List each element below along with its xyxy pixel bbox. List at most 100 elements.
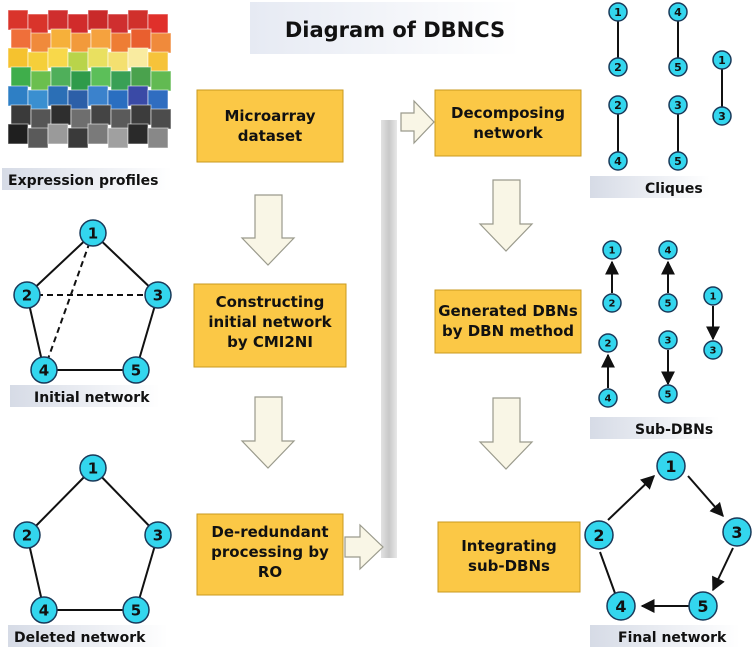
node-circle bbox=[584, 520, 614, 550]
node-circle bbox=[144, 521, 172, 549]
step-microarray-dataset: Microarray dataset bbox=[196, 89, 344, 163]
subdbn-node-1: 1 bbox=[602, 240, 622, 260]
caption-sub-dbns: Sub-DBNs bbox=[590, 417, 720, 439]
node-label: 5 bbox=[674, 155, 682, 168]
step-deredundant-line2: processing by bbox=[211, 543, 329, 561]
sub-dbns-graphs bbox=[601, 260, 720, 388]
node-circle bbox=[668, 151, 688, 171]
caption-initial-text: Initial network bbox=[34, 390, 150, 406]
node-label: 5 bbox=[665, 390, 672, 401]
caption-cliques-text: Cliques bbox=[645, 181, 703, 197]
node-circle bbox=[598, 388, 618, 408]
initial-node-3: 3 bbox=[144, 281, 172, 309]
node-circle bbox=[608, 2, 628, 22]
step-microarray-line2: dataset bbox=[238, 127, 302, 145]
initial-node-2: 2 bbox=[13, 281, 41, 309]
heatmap-cell bbox=[27, 127, 49, 149]
node-label: 4 bbox=[614, 155, 622, 168]
down-arrow-4 bbox=[478, 397, 534, 470]
node-label: 1 bbox=[88, 224, 98, 242]
heatmap-cell bbox=[90, 66, 112, 88]
title-block: Diagram of DBNCS bbox=[250, 2, 520, 54]
node-label: 3 bbox=[153, 526, 163, 544]
node-circle bbox=[668, 95, 688, 115]
clique-node-4: 4 bbox=[608, 151, 628, 171]
node-circle bbox=[144, 281, 172, 309]
node-circle bbox=[656, 451, 686, 481]
node-circle bbox=[668, 2, 688, 22]
node-circle bbox=[703, 286, 723, 306]
right-arrows bbox=[344, 99, 435, 571]
step-generated-line2: by DBN method bbox=[442, 322, 574, 340]
node-circle bbox=[722, 517, 752, 547]
subdbn-node-5: 5 bbox=[658, 293, 678, 313]
down-arrow-3 bbox=[478, 179, 534, 252]
caption-deleted-text: Deleted network bbox=[14, 630, 146, 646]
node-label: 2 bbox=[593, 526, 604, 545]
initial-network-graph bbox=[26, 232, 159, 371]
node-circle bbox=[79, 219, 107, 247]
flow-separator-bar bbox=[381, 120, 397, 558]
deleted-node-5: 5 bbox=[122, 596, 150, 624]
deleted-node-4: 4 bbox=[30, 596, 58, 624]
node-label: 3 bbox=[731, 523, 742, 542]
node-label: 5 bbox=[665, 299, 672, 310]
node-circle bbox=[79, 454, 107, 482]
step-generated-dbns: Generated DBNs by DBN method bbox=[434, 289, 582, 354]
heatmap-cell bbox=[150, 70, 172, 92]
heatmap-cell bbox=[10, 104, 32, 126]
heatmap-cell bbox=[50, 66, 72, 88]
node-label: 3 bbox=[153, 286, 163, 304]
node-circle bbox=[602, 240, 622, 260]
step-deredundant-line3: RO bbox=[258, 563, 282, 581]
step-decomposing-line2: network bbox=[473, 124, 544, 142]
caption-subdbns-text: Sub-DBNs bbox=[635, 422, 713, 438]
heatmap-cell bbox=[47, 123, 69, 145]
step-integrating-line1: Integrating bbox=[461, 537, 557, 555]
heatmap-cell bbox=[47, 85, 69, 107]
node-label: 2 bbox=[22, 286, 32, 304]
heatmap-cell bbox=[10, 66, 32, 88]
step-constructing-line1: Constructing bbox=[216, 293, 325, 311]
final-node-2: 2 bbox=[584, 520, 614, 550]
caption-initial-network: Initial network bbox=[10, 385, 160, 407]
heatmap-cell bbox=[10, 28, 32, 50]
right-arrow-top bbox=[400, 99, 435, 145]
node-circle bbox=[30, 356, 58, 384]
heatmap-cell bbox=[150, 108, 172, 130]
heatmap-cell bbox=[130, 104, 152, 126]
node-label: 3 bbox=[665, 336, 672, 347]
heatmap-cell bbox=[50, 104, 72, 126]
node-circle bbox=[122, 356, 150, 384]
initial-node-5: 5 bbox=[122, 356, 150, 384]
caption-final-text: Final network bbox=[618, 630, 727, 646]
final-node-4: 4 bbox=[606, 591, 636, 621]
node-label: 2 bbox=[605, 339, 612, 350]
heatmap-cell bbox=[130, 28, 152, 50]
step-deredundant-line1: De-redundant bbox=[211, 523, 328, 541]
clique-node-4: 4 bbox=[668, 2, 688, 22]
node-circle bbox=[658, 330, 678, 350]
node-label: 5 bbox=[674, 61, 682, 74]
node-label: 3 bbox=[718, 110, 726, 123]
node-label: 3 bbox=[674, 99, 682, 112]
step-decomposing-line1: Decomposing bbox=[451, 104, 565, 122]
node-label: 4 bbox=[615, 597, 626, 616]
node-circle bbox=[598, 333, 618, 353]
down-arrows bbox=[240, 179, 534, 470]
subdbn-node-1: 1 bbox=[703, 286, 723, 306]
subdbn-node-3: 3 bbox=[703, 340, 723, 360]
initial-node-1: 1 bbox=[79, 219, 107, 247]
node-label: 4 bbox=[39, 601, 49, 619]
heatmap-cell bbox=[147, 127, 169, 149]
heatmap-cell bbox=[87, 47, 109, 69]
step-microarray-line1: Microarray bbox=[224, 107, 315, 125]
initial-node-4: 4 bbox=[30, 356, 58, 384]
clique-node-1: 1 bbox=[608, 2, 628, 22]
subdbn-node-2: 2 bbox=[602, 293, 622, 313]
expression-heatmap bbox=[7, 9, 172, 149]
node-label: 4 bbox=[665, 246, 672, 257]
node-label: 2 bbox=[22, 526, 32, 544]
